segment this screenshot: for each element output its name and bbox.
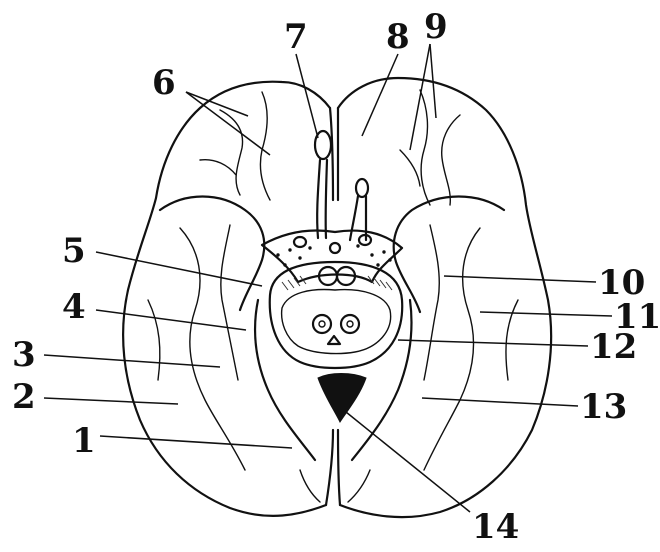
leader-2 bbox=[44, 398, 178, 404]
leader-7 bbox=[296, 54, 318, 138]
label-12: 12 bbox=[590, 327, 637, 367]
label-1: 1 bbox=[72, 421, 96, 461]
label-6: 6 bbox=[152, 63, 176, 103]
leader-10 bbox=[444, 276, 596, 282]
label-7: 7 bbox=[284, 17, 308, 57]
leader-5 bbox=[96, 252, 262, 286]
olfactory-tracts bbox=[315, 131, 368, 240]
label-4: 4 bbox=[62, 287, 86, 327]
label-14: 14 bbox=[472, 507, 519, 547]
leader-1 bbox=[100, 436, 292, 448]
leader-8 bbox=[362, 54, 398, 136]
temporal-occipital-gyri bbox=[148, 225, 518, 502]
label-8: 8 bbox=[386, 17, 410, 57]
label-9: 9 bbox=[424, 7, 448, 47]
leader-11 bbox=[480, 312, 612, 316]
label-3: 3 bbox=[12, 335, 36, 375]
leader-13 bbox=[422, 398, 578, 406]
brain-outline bbox=[123, 78, 551, 517]
leader-6b bbox=[186, 92, 270, 155]
leader-3 bbox=[44, 355, 220, 367]
leader-4 bbox=[96, 310, 246, 330]
cerebellum-wedge bbox=[318, 374, 366, 423]
optic-chiasm-region bbox=[262, 231, 402, 285]
leader-14 bbox=[346, 412, 470, 512]
label-13: 13 bbox=[580, 387, 627, 427]
leader-12 bbox=[398, 340, 588, 346]
label-2: 2 bbox=[12, 377, 36, 417]
label-5: 5 bbox=[62, 231, 86, 271]
